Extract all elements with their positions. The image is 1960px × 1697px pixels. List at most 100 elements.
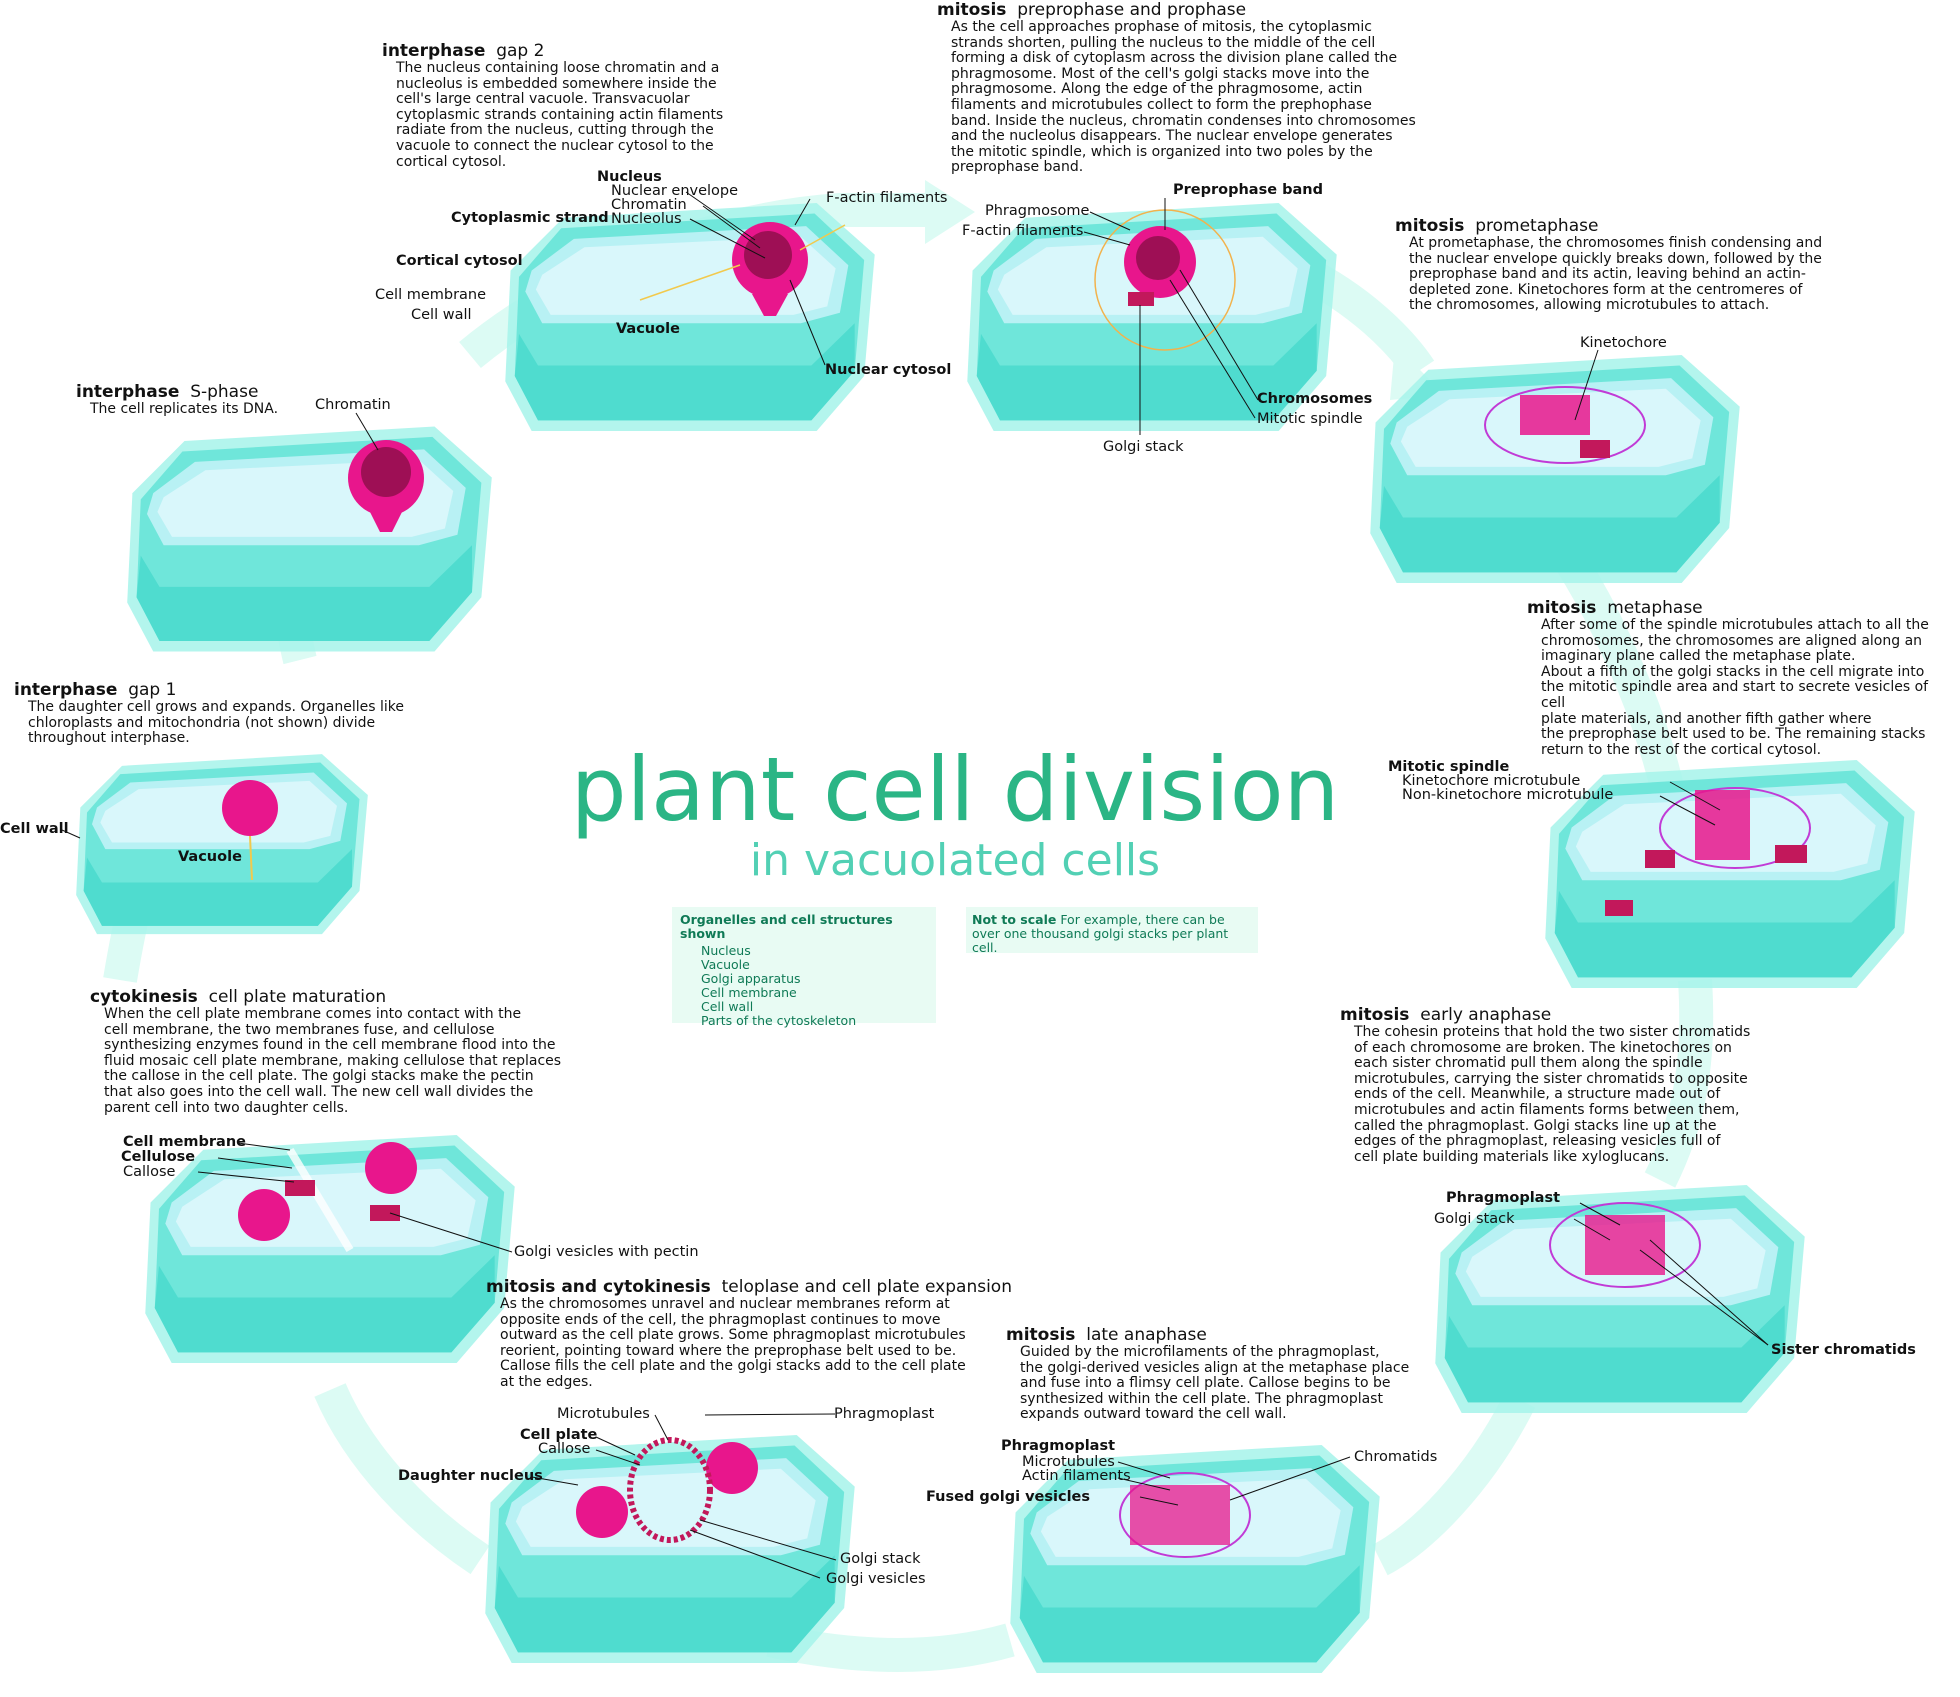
- label-microtubules: Microtubules: [1022, 1454, 1115, 1470]
- text-line: phragmosome. Along the edge of the phrag…: [951, 81, 1363, 98]
- text-line: the golgi-derived vesicles align at the …: [1020, 1359, 1410, 1376]
- text-line: radiate from the nucleus, cutting throug…: [396, 122, 714, 139]
- stage-telophase: mitosis and cytokinesis teloplase and ce…: [486, 1277, 1020, 1391]
- label-cell-plate: Cell plate: [520, 1427, 598, 1443]
- label-cellulose: Cellulose: [121, 1149, 196, 1165]
- text-line: As the cell approaches prophase of mitos…: [951, 19, 1372, 35]
- cell-early-anaphase: [1435, 1184, 1805, 1413]
- text-line: throughout interphase.: [28, 730, 190, 747]
- stage-subphase: metaphase: [1607, 598, 1703, 618]
- label-callose: Callose: [538, 1441, 591, 1457]
- stage-phase: mitosis and cytokinesis: [486, 1277, 711, 1297]
- stage-subphase: gap 1: [128, 680, 177, 700]
- label-preprophase-band: Preprophase band: [1173, 182, 1323, 198]
- stage-cytokinesis: cytokinesis cell plate maturation When t…: [90, 987, 564, 1116]
- text-line: After some of the spindle microtubules a…: [1541, 617, 1929, 633]
- text-line: cortical cytosol.: [396, 153, 507, 170]
- label-daughter-nucleus: Daughter nucleus: [398, 1468, 543, 1484]
- text-line: chloroplasts and mitochondria (not shown…: [28, 714, 376, 731]
- label-cell-membrane: Cell membrane: [123, 1134, 246, 1150]
- text-line: phragmosome. Most of the cell's golgi st…: [951, 65, 1370, 82]
- label-golgi-stack: Golgi stack: [840, 1551, 921, 1567]
- label-chromatin: Chromatin: [611, 197, 687, 213]
- diagram-subtitle: in vacuolated cells: [749, 835, 1161, 886]
- label-microtubules: Microtubules: [557, 1406, 650, 1422]
- stage-phase: interphase: [76, 382, 180, 402]
- stage-s: interphase S-phase The cell replicates i…: [76, 382, 430, 418]
- leader-lines: [61, 191, 1769, 1579]
- stage-subphase: cell plate maturation: [208, 987, 387, 1007]
- stage-prophase: mitosis preprophase and prophase As the …: [937, 0, 1431, 176]
- cell-telophase: [485, 1434, 855, 1663]
- text-line: cell plate building materials like xylog…: [1354, 1148, 1670, 1165]
- label-chromatids: Chromatids: [1354, 1449, 1438, 1465]
- label-cell-wall: Cell wall: [0, 821, 69, 837]
- text-line: preprophase band.: [951, 159, 1084, 176]
- label-actin-filaments: Actin filaments: [1022, 1468, 1131, 1484]
- text-line: ends of the cell. Meanwhile, a structure…: [1354, 1086, 1721, 1103]
- text-line: the mitotic spindle, which is organized …: [951, 143, 1373, 160]
- text-line: The cohesin proteins that hold the two s…: [1354, 1024, 1751, 1040]
- label-nuclear-envelope: Nuclear envelope: [611, 183, 739, 199]
- text-line: The daughter cell grows and expands. Org…: [28, 699, 405, 715]
- organelles-title: Organelles and cell structures shown: [680, 912, 893, 941]
- label-kinetochore-microtubule: Kinetochore microtubule: [1402, 773, 1581, 789]
- text-line: band. Inside the nucleus, chromatin cond…: [951, 112, 1416, 129]
- cell-prophase: [967, 202, 1337, 431]
- cell-s: [127, 426, 492, 652]
- text-line: called the phragmoplast. Golgi stacks li…: [1354, 1117, 1717, 1134]
- label-cell-wall: Cell wall: [411, 307, 472, 323]
- stage-prometaphase: mitosis prometaphase At prometaphase, th…: [1395, 216, 1869, 314]
- label-nucleus: Nucleus: [597, 169, 662, 185]
- stage-phase: interphase: [382, 41, 486, 61]
- stage-subphase: teloplase and cell plate expansion: [721, 1277, 1012, 1297]
- cell-cytokinesis: [145, 1134, 515, 1363]
- list-item: Vacuole: [701, 957, 750, 972]
- stage-subphase: preprophase and prophase: [1017, 0, 1247, 20]
- cell-late-anaphase: [1010, 1444, 1380, 1673]
- stage-subphase: S-phase: [190, 382, 259, 402]
- text-line: the callose in the cell plate. The golgi…: [104, 1068, 534, 1085]
- text-line: fluid mosaic cell plate membrane, making…: [104, 1052, 562, 1069]
- stage-subphase: late anaphase: [1086, 1325, 1207, 1345]
- stage-g1: interphase gap 1 The daughter cell grows…: [14, 680, 448, 747]
- scale-note-bold: Not to scale: [972, 912, 1057, 927]
- text-line: forming a disk of cytoplasm across the d…: [951, 50, 1398, 67]
- label-vacuole: Vacuole: [178, 849, 242, 865]
- label-sister-chromatids: Sister chromatids: [1771, 1342, 1916, 1358]
- text-line: edges of the phragmoplast, releasing ves…: [1354, 1133, 1721, 1150]
- cell-g2: [505, 202, 875, 431]
- label-nucleolus: Nucleolus: [611, 211, 682, 227]
- list-item: Cell membrane: [701, 985, 797, 1000]
- text-line: cytoplasmic strands containing actin fil…: [396, 106, 724, 123]
- text-line: expands outward toward the cell wall.: [1020, 1406, 1287, 1423]
- stage-phase: mitosis: [1340, 1005, 1410, 1025]
- text-line: strands shorten, pulling the nucleus to …: [951, 34, 1376, 51]
- text-line: the preprophase belt used to be. The rem…: [1541, 726, 1926, 743]
- text-line: the nuclear envelope quickly breaks down…: [1409, 250, 1822, 267]
- label-golgi-vesicles-pectin: Golgi vesicles with pectin: [514, 1244, 699, 1260]
- text-line: cell's large central vacuole. Transvacuo…: [396, 91, 690, 108]
- text-line: The cell replicates its DNA.: [90, 401, 279, 417]
- stage-phase: interphase: [14, 680, 118, 700]
- stage-subphase: gap 2: [496, 41, 545, 61]
- text-line: imaginary plane called the metaphase pla…: [1541, 648, 1856, 665]
- label-nuclear-cytosol: Nuclear cytosol: [825, 362, 952, 378]
- text-line: Callose fills the cell plate and the gol…: [500, 1358, 966, 1375]
- text-line: synthesizing enzymes found in the cell m…: [104, 1037, 556, 1054]
- text-line: microtubules, carrying the sister chroma…: [1354, 1070, 1748, 1087]
- label-golgi-stack: Golgi stack: [1434, 1211, 1515, 1227]
- organelles-box: Organelles and cell structures shown Nuc…: [672, 907, 936, 1028]
- text-line: each sister chromatid pull them along th…: [1354, 1055, 1703, 1072]
- label-fused-golgi-vesicles: Fused golgi vesicles: [926, 1489, 1091, 1505]
- stage-subphase: early anaphase: [1420, 1005, 1552, 1025]
- stage-late-anaphase: mitosis late anaphase Guided by the micr…: [1006, 1325, 1420, 1423]
- text-line: of each chromosome are broken. The kinet…: [1354, 1039, 1732, 1056]
- scale-note: Not to scale For example, there can be o…: [966, 907, 1258, 955]
- list-item: Golgi apparatus: [701, 971, 801, 986]
- label-phragmosome: Phragmosome: [985, 203, 1090, 219]
- label-callose: Callose: [123, 1164, 176, 1180]
- label-phragmoplast: Phragmoplast: [1001, 1438, 1116, 1454]
